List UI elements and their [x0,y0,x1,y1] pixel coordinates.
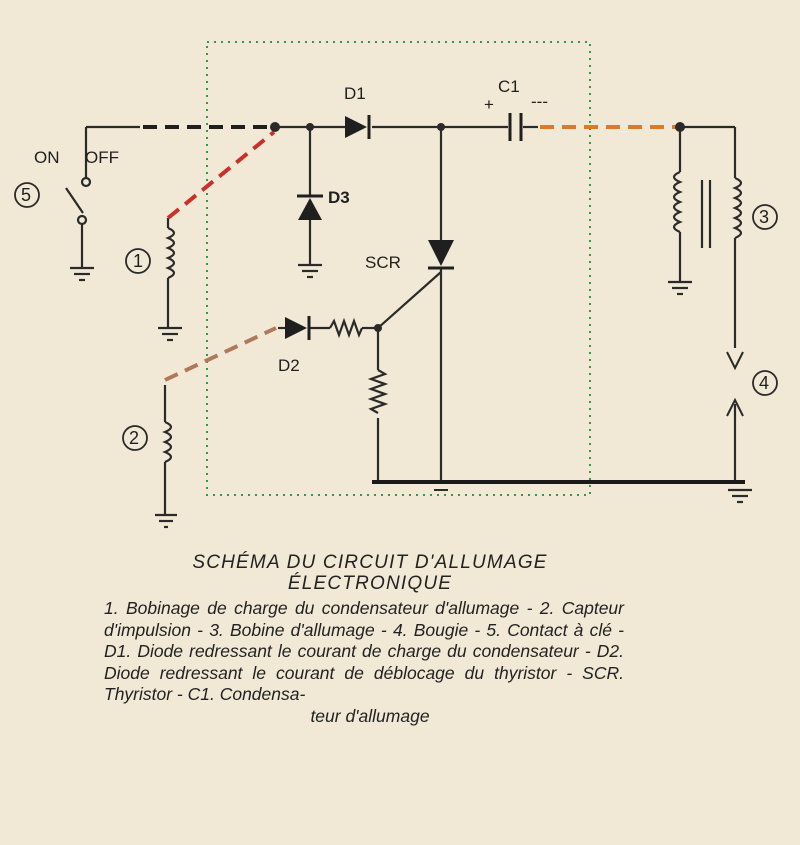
capacitor-c1 [508,113,523,141]
diode-d2 [285,316,311,340]
coil1-link-dash [166,130,276,220]
number-1-marker: 1 [125,248,151,274]
number-3-marker: 3 [752,204,778,230]
label-on: ON [34,148,60,167]
svg-text:1: 1 [133,251,143,271]
diagram-caption: SCHÉMA DU CIRCUIT D'ALLUMAGE ÉLECTRONIQU… [90,552,650,727]
coil2-link-dash [164,326,277,382]
charge-coil [158,218,182,342]
label-d1: D1 [344,84,366,103]
caption-body: 1. Bobinage de charge du condensateur d'… [104,598,624,704]
junction-node [437,123,445,131]
junction-node [270,122,280,132]
number-2-marker: 2 [122,425,148,451]
number-5-marker: 5 [14,182,40,208]
thyristor-scr [428,240,454,270]
svg-text:2: 2 [129,428,139,448]
svg-text:3: 3 [759,207,769,227]
label-scr: SCR [365,253,401,272]
number-4-marker: 4 [752,370,778,396]
label-d3: D3 [328,188,350,207]
caption-title-line1: SCHÉMA DU CIRCUIT D'ALLUMAGE [192,552,548,573]
label-c1: C1 [498,77,520,96]
caption-title: SCHÉMA DU CIRCUIT D'ALLUMAGE ÉLECTRONIQU… [90,552,650,594]
svg-text:4: 4 [759,373,769,393]
spark-plug-arrows [726,351,744,417]
module-wiring [277,125,752,504]
svg-text:5: 5 [21,185,31,205]
label-c1-plus: + [484,95,494,114]
label-c1-minus: --- [531,92,548,111]
circuit-diagram: D1 C1 + --- D3 SCR D2 ON OFF 5 1 2 3 4 [14,41,778,529]
diode-d3 [297,194,323,220]
caption-end: teur d'allumage [310,705,430,726]
label-off: OFF [85,148,119,167]
junction-node [306,123,314,131]
ignition-switch [65,125,140,282]
diode-d1 [345,115,371,139]
caption-title-line2: ÉLECTRONIQUE [287,573,453,594]
pulse-sensor-coil [155,385,177,529]
junction-node [675,122,685,132]
junction-node [374,324,382,332]
module-boundary [206,41,591,496]
label-d2: D2 [278,356,300,375]
